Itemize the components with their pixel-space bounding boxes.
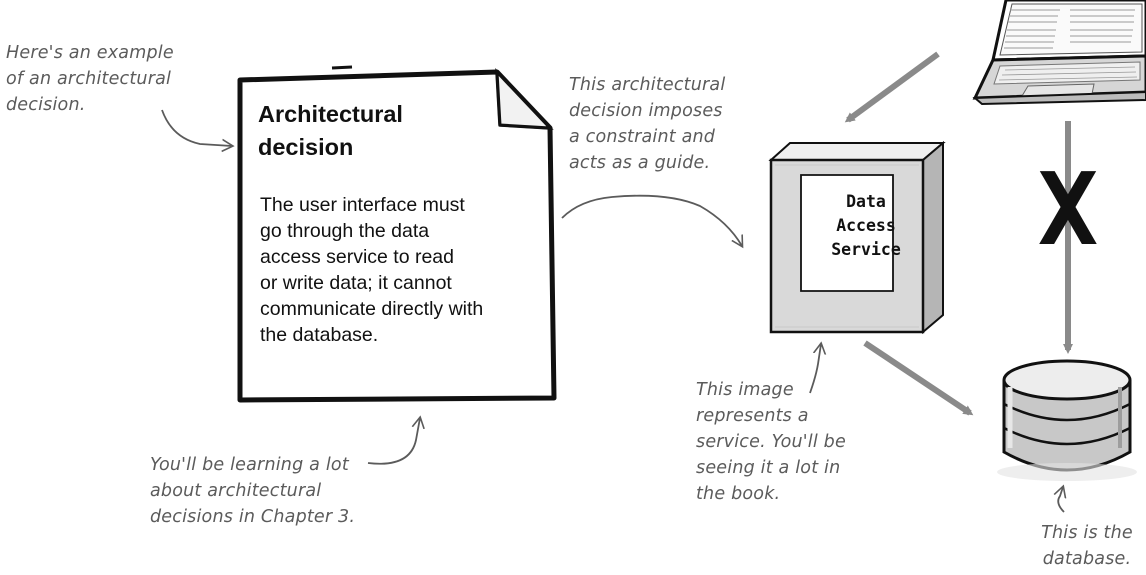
learning-note-arrow bbox=[367, 418, 420, 465]
laptop-to-service-arrow bbox=[844, 51, 940, 123]
constraint-note: This architectural decision imposes a co… bbox=[569, 75, 726, 173]
database-icon bbox=[997, 359, 1137, 481]
laptop-icon bbox=[972, 0, 1146, 106]
example-note-arrow bbox=[161, 109, 232, 146]
service-image-note: This image represents a service. You'll … bbox=[696, 380, 846, 504]
decision-document bbox=[237, 65, 557, 403]
database-note-arrow bbox=[1058, 487, 1064, 513]
constraint-note-arrow bbox=[561, 194, 742, 246]
database-note: This is the database. bbox=[1041, 523, 1133, 569]
blocked-x-mark: X bbox=[1038, 151, 1098, 268]
service-to-database-arrow bbox=[863, 340, 974, 416]
learning-note: You'll be learning a lot about architect… bbox=[150, 455, 356, 527]
service-box-icon bbox=[768, 140, 946, 335]
decision-body: The user interface must go through the d… bbox=[260, 194, 484, 346]
service-label: Data Access Service bbox=[831, 192, 901, 259]
decision-title: Architectural decision bbox=[258, 101, 403, 160]
example-note: Here's an example of an architectural de… bbox=[6, 43, 174, 115]
service-note-arrow bbox=[809, 344, 821, 394]
